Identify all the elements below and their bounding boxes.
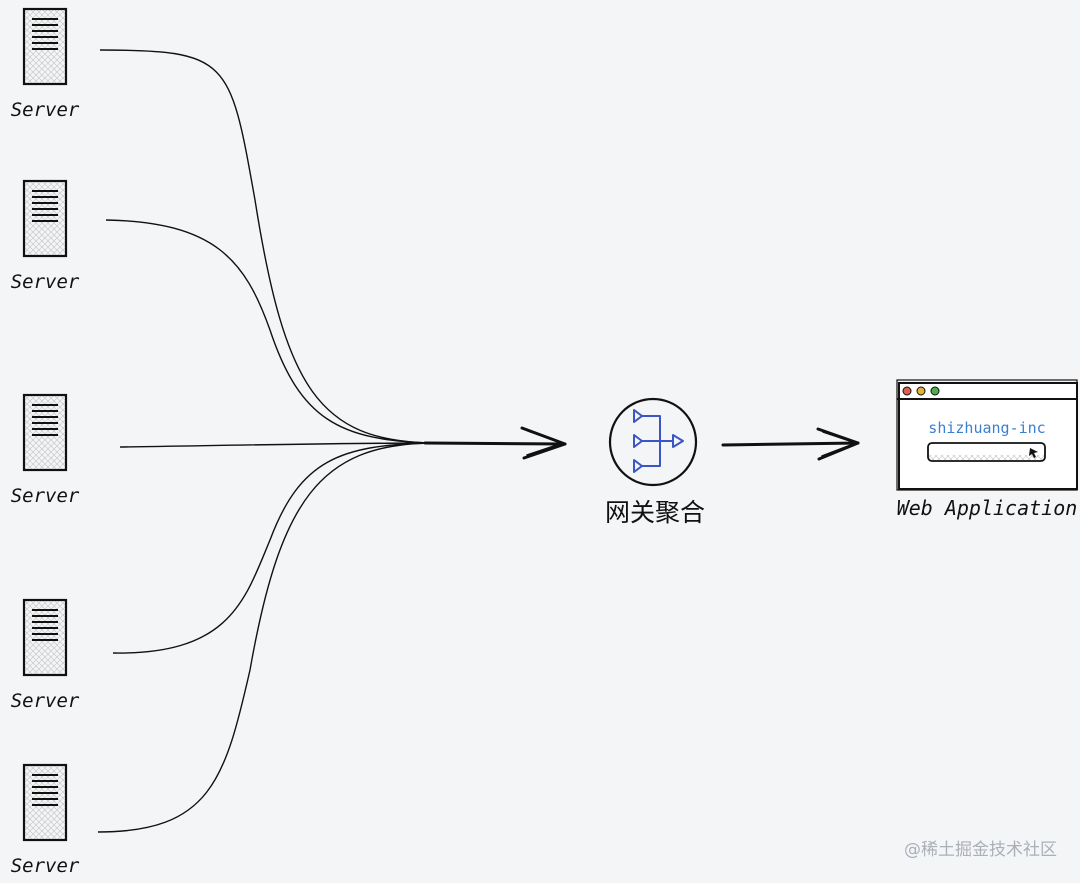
connector-server-1 [99,49,431,444]
traffic-light-close-icon [902,386,912,396]
gateway-label: 网关聚合 [605,498,705,527]
server-rack-icon [22,598,68,677]
aggregate-merge-icon [608,397,698,487]
server-label: Server [11,485,80,507]
server-rack-icon [22,763,68,842]
arrow-to-web-app [721,427,860,461]
traffic-light-maximize-icon [930,386,940,396]
server-label: Server [11,690,80,712]
server-rack-icon [22,7,68,86]
watermark: @稀土掘金技术社区 [904,840,1057,860]
server-node-1: Server [11,7,80,121]
web-app-label: Web Application [897,496,1078,520]
server-rack-icon [22,179,68,258]
connector-server-3 [119,442,431,448]
browser-window-icon: shizhuang-inc [896,379,1078,491]
server-rack-icon [22,393,68,472]
arrow-to-gateway [423,426,567,460]
connector-server-5 [97,442,431,833]
server-node-3: Server [11,393,80,507]
server-node-5: Server [11,763,80,877]
server-node-2: Server [11,179,80,293]
connector-server-4 [112,442,431,654]
connector-server-2 [105,219,431,444]
server-label: Server [11,271,80,293]
server-node-4: Server [11,598,80,712]
gateway-node: 网关聚合 [605,397,705,527]
server-label: Server [11,855,80,877]
cursor-icon [1029,448,1038,458]
server-connectors [97,49,431,833]
traffic-light-minimize-icon [916,386,926,396]
server-label: Server [11,99,80,121]
brand-text: shizhuang-inc [928,419,1045,437]
web-app-node: shizhuang-inc Web Application [896,379,1078,520]
